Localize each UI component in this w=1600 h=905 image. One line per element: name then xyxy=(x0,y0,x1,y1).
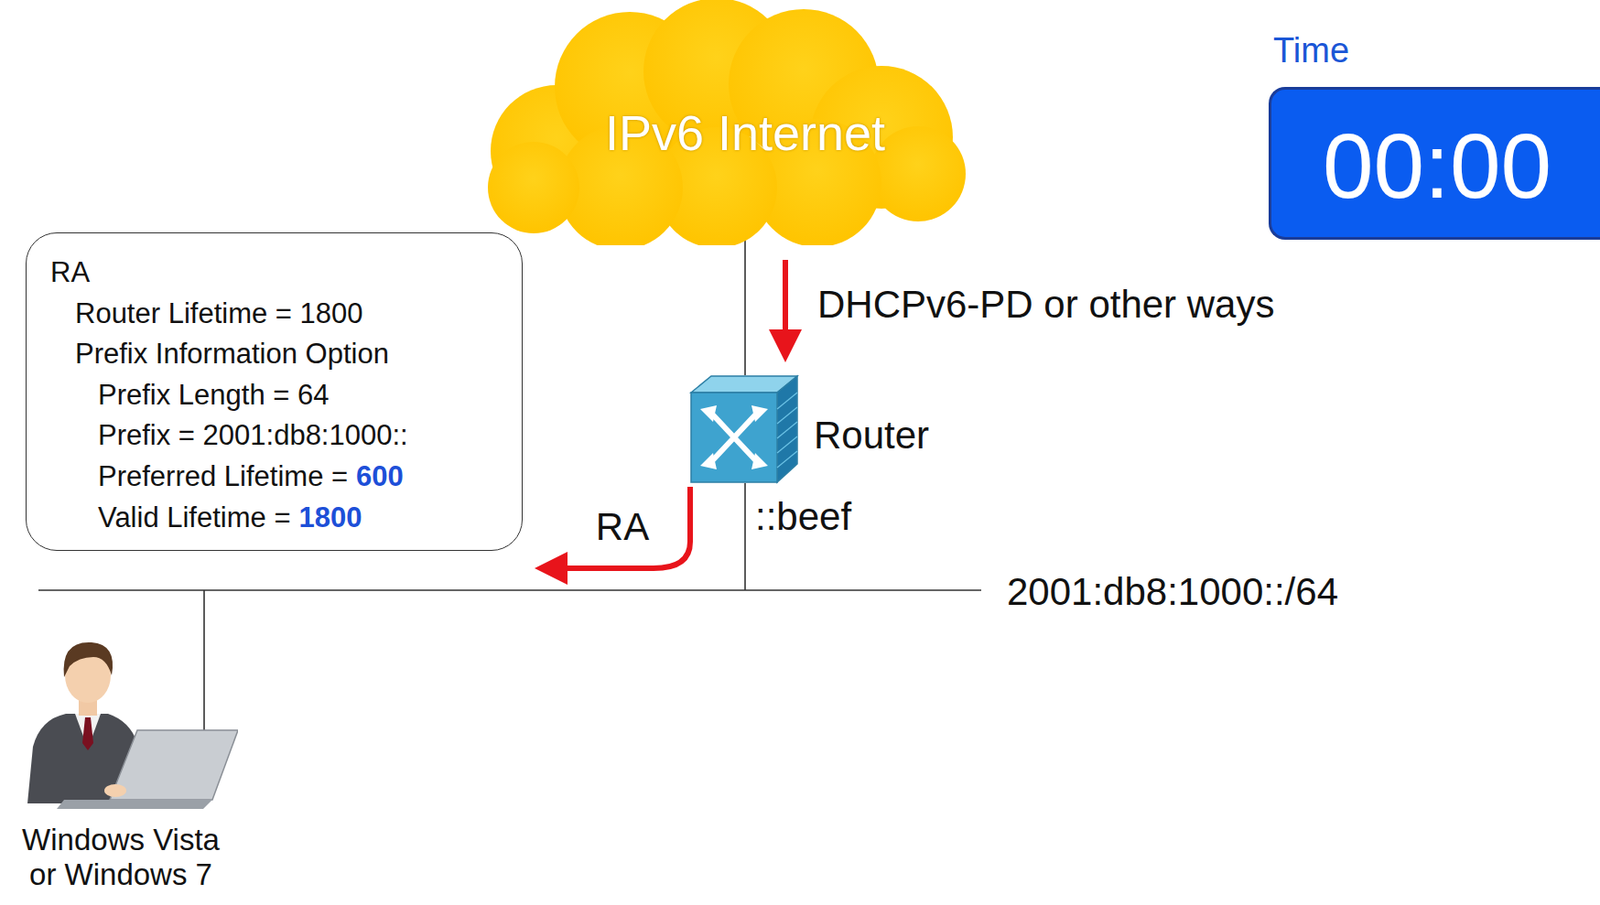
router-node: Router xyxy=(687,372,981,486)
router-stripe xyxy=(777,436,798,454)
red-arrow xyxy=(782,259,789,349)
timer-box: Time00:00 xyxy=(1268,86,1600,240)
lifetime-value: 600 xyxy=(356,460,404,493)
ra-field: Preferred Lifetime = xyxy=(97,460,348,493)
router-label: Router xyxy=(813,413,930,458)
tie xyxy=(82,717,94,751)
timer-heading: Time xyxy=(1273,31,1350,71)
uplink-wire xyxy=(744,239,746,376)
user-laptop-figure xyxy=(9,629,238,813)
lan-segment xyxy=(38,589,982,592)
ra-line: Prefix Length = 64 xyxy=(97,378,329,413)
ra-field: Prefix Information Option xyxy=(75,337,390,370)
lifetime-value: 1800 xyxy=(299,501,363,534)
ra-field: Prefix Length = 64 xyxy=(97,378,329,411)
laptop-lid xyxy=(109,730,238,800)
interface-address: ::beef xyxy=(755,495,852,540)
router-wire xyxy=(744,483,746,591)
red-arrow xyxy=(548,486,691,569)
ra-field: Prefix = 2001:db8:1000:: xyxy=(97,419,409,452)
router-arrowheads xyxy=(700,405,768,470)
ra-line: Router Lifetime = 1800 xyxy=(75,296,364,332)
ra-field: RA xyxy=(50,256,90,289)
host-node: Windows Vista or Windows 7 xyxy=(9,629,238,905)
ra-field: Router Lifetime = 1800 xyxy=(75,297,364,330)
cloud-node: IPv6 Internet xyxy=(469,0,970,246)
router-icon xyxy=(687,372,800,486)
ra-field: Valid Lifetime = xyxy=(97,501,292,534)
router-stripe xyxy=(777,407,798,424)
host-wire xyxy=(203,590,206,733)
ra-line: Valid Lifetime =1800 xyxy=(97,500,362,536)
ra-line: Preferred Lifetime =600 xyxy=(97,459,404,495)
router-stripe xyxy=(777,451,798,468)
host-label: Windows Vista or Windows 7 xyxy=(6,822,236,893)
laptop-base xyxy=(56,800,213,810)
ra-message-box: RA Router Lifetime = 1800Prefix Informati… xyxy=(25,232,523,552)
hand xyxy=(104,784,127,798)
timer-value: 00:00 xyxy=(1322,113,1552,219)
hair xyxy=(64,642,113,678)
edge-label: RA xyxy=(595,505,649,550)
edge-label: DHCPv6-PD or other ways xyxy=(817,282,1275,327)
ra-line: Prefix Information Option xyxy=(75,336,390,372)
router-stripe xyxy=(777,392,798,410)
ra-line: Prefix = 2001:db8:1000:: xyxy=(97,418,409,454)
router-side xyxy=(777,376,798,483)
router-front xyxy=(691,392,778,483)
cloud-label: IPv6 Internet xyxy=(605,104,886,162)
cloud-lobe xyxy=(487,141,580,234)
subnet-prefix: 2001:db8:1000::/64 xyxy=(1006,570,1339,615)
router-cross xyxy=(707,409,761,466)
ra-line: RA xyxy=(50,255,90,291)
router-stripe xyxy=(777,421,798,439)
